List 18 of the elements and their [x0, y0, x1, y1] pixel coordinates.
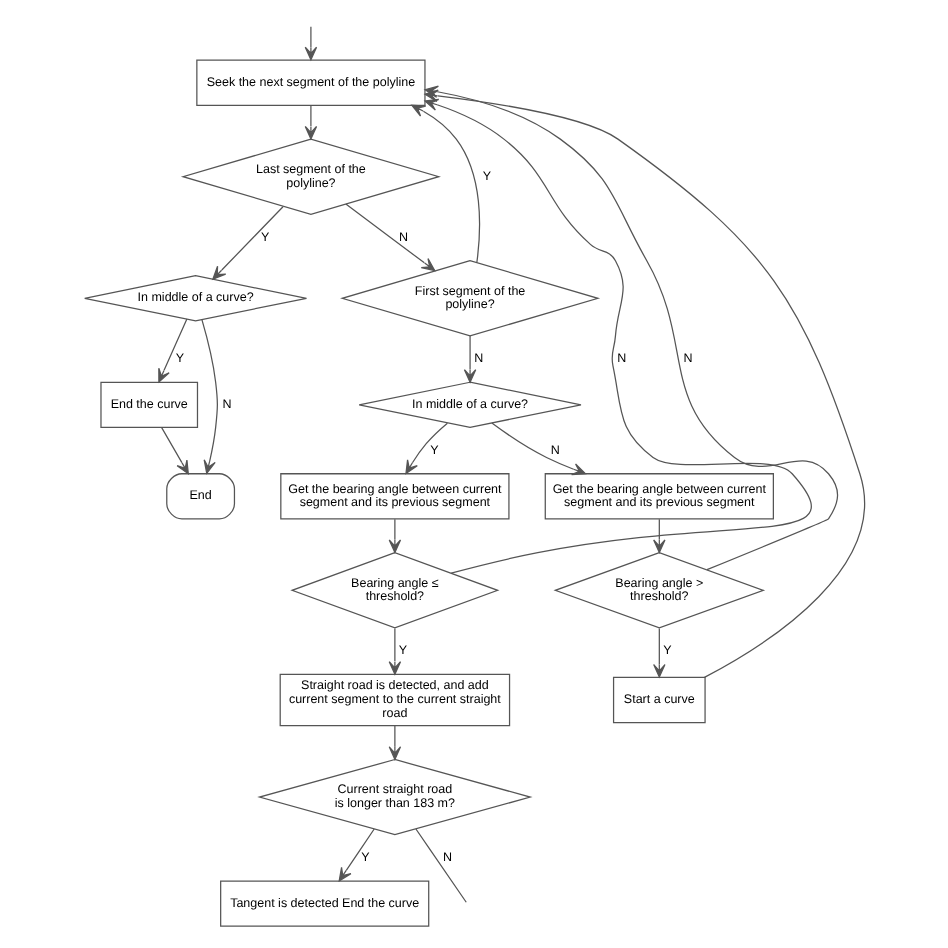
arrow	[344, 203, 435, 272]
arrow	[160, 427, 188, 475]
arrow	[404, 422, 448, 475]
arrow	[387, 725, 401, 761]
arrow	[211, 206, 283, 280]
arrow	[387, 518, 401, 554]
arrow	[303, 105, 317, 140]
arrow	[652, 627, 665, 678]
arrow	[337, 828, 374, 882]
connector	[414, 828, 466, 903]
arrow	[200, 319, 217, 474]
arrow	[157, 318, 187, 383]
arrow	[652, 518, 665, 554]
arrow	[462, 335, 476, 383]
arrow	[387, 627, 401, 675]
arrow	[490, 422, 585, 476]
arrow	[410, 104, 480, 264]
arrow	[423, 89, 864, 678]
